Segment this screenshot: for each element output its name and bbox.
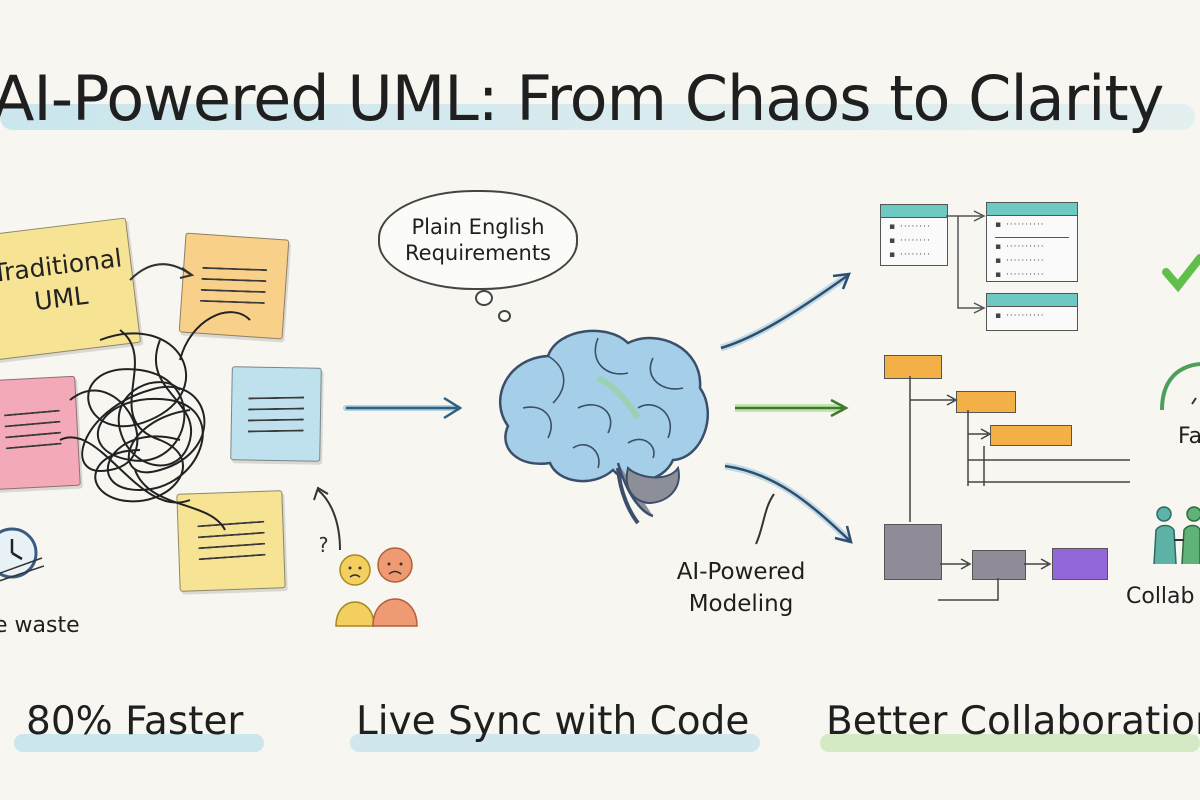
requirements-bubble: Plain English Requirements — [378, 190, 578, 290]
class-box-2: ▪ ·········· ▪ ··········▪ ··········▪ ·… — [986, 202, 1078, 282]
tangled-lines-icon — [59, 311, 251, 531]
class-box-1: ▪ ········▪ ········▪ ········ — [880, 204, 948, 266]
bubble-tail-dot-small — [498, 310, 511, 322]
faster-side-label: Fa — [1178, 424, 1200, 449]
timeline-connectors — [909, 376, 1130, 522]
speed-gauge-icon — [1160, 362, 1200, 411]
confused-people-icon: ? — [320, 533, 418, 627]
output-arrows — [720, 272, 853, 544]
chaos-arrows — [129, 263, 195, 281]
bubble-tail-dot — [475, 290, 493, 306]
faster-highlight — [14, 734, 264, 752]
benefit-faster: 80% Faster — [26, 699, 244, 744]
ai-powered-modeling-label: AI-Powered Modeling — [676, 559, 806, 617]
benefit-live-sync: Live Sync with Code — [356, 699, 750, 744]
title-highlight — [0, 104, 1195, 130]
caption-pointer — [755, 493, 775, 545]
input-arrow — [343, 396, 463, 420]
flow-connectors — [938, 558, 1052, 601]
timeline-bar-2 — [956, 391, 1016, 413]
timeline-bar-3 — [990, 425, 1072, 446]
flow-box-3 — [1052, 548, 1108, 580]
class-box-3: ▪ ·········· — [986, 293, 1078, 331]
page-title: AI-Powered UML: From Chaos to Clarity — [0, 62, 1164, 135]
svg-text:?: ? — [320, 533, 329, 557]
sync-highlight — [350, 734, 760, 752]
timeline-bar-1 — [884, 355, 942, 379]
flow-box-1 — [884, 524, 942, 580]
brain-icon — [498, 329, 709, 525]
collab-highlight — [820, 734, 1200, 752]
clock-icon — [0, 527, 44, 582]
collaboration-people-icon — [1153, 506, 1200, 565]
chaos-arrow-up — [313, 486, 341, 551]
class-connectors — [946, 210, 986, 314]
checkmark-icon — [1162, 254, 1200, 293]
time-waste-label: e waste — [0, 613, 80, 638]
collab-side-label: Collab — [1126, 584, 1195, 609]
flow-box-2 — [972, 550, 1026, 580]
benefit-collaboration: Better Collaboration — [826, 699, 1200, 744]
